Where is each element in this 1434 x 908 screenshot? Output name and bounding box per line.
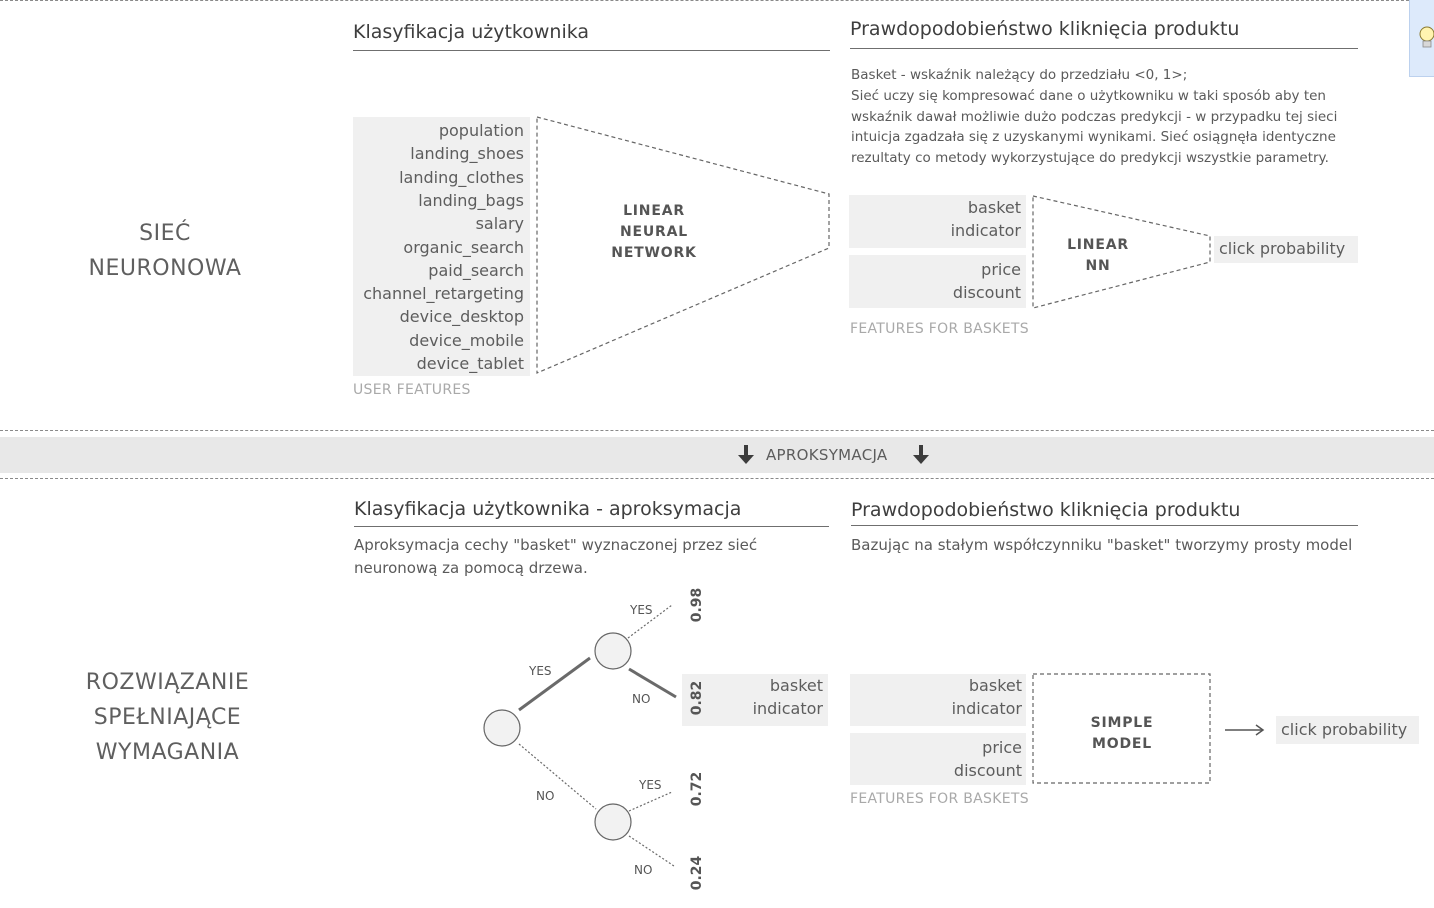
linear-nn-label: LINEAR NN xyxy=(1058,235,1138,277)
user-features-caption: USER FEATURES xyxy=(353,382,471,398)
heading-click-probability-simple: Prawdopodobieństwo kliknięcia produktu xyxy=(851,499,1241,521)
click-probability-output xyxy=(1276,716,1419,744)
output-label: click probability xyxy=(1219,239,1346,258)
section-title-line: NEURONOWA xyxy=(88,256,242,281)
arrow-down-icon xyxy=(738,445,754,464)
section-title-line: ROZWIĄZANIE xyxy=(85,670,250,695)
heading-user-classification-approx: Klasyfikacja użytkownika - aproksymacja xyxy=(354,498,742,520)
band-label: APROKSYMACJA xyxy=(766,446,888,464)
tree-edge-lower-yes xyxy=(628,791,673,812)
tree-edge-label-yes: YES xyxy=(639,778,662,792)
basket-description: Basket - wskaźnik należący do przedziału… xyxy=(851,65,1361,169)
section-title-line: SPEŁNIAJĄCE xyxy=(93,705,242,730)
user-feature-item: organic_search xyxy=(403,237,524,257)
click-probability-output xyxy=(1214,236,1358,263)
tree-edge-lower-no xyxy=(628,835,675,867)
tree-root-node xyxy=(483,709,521,747)
lightbulb-icon xyxy=(1419,26,1434,48)
user-feature-item: landing_shoes xyxy=(410,144,524,164)
feature-label-line: discount xyxy=(952,283,1021,302)
feature-label-line: price xyxy=(982,738,1022,757)
upper-section-divider xyxy=(0,430,1434,431)
feature-label-line: basket xyxy=(968,676,1022,695)
heading-rule xyxy=(851,525,1358,526)
tree-lower-node xyxy=(594,803,632,841)
tree-edge-label-yes: YES xyxy=(529,664,552,678)
arrow-down-icon xyxy=(913,445,929,464)
feature-label-line: indicator xyxy=(950,221,1021,240)
model-label-line: NEURAL xyxy=(620,224,688,240)
output-label: click probability xyxy=(1281,720,1408,739)
approximation-band xyxy=(0,437,1434,473)
tree-leaf-value: 0.98 xyxy=(689,587,705,623)
tree-edge-label-yes: YES xyxy=(630,603,653,617)
section-title-line: SIEĆ xyxy=(139,221,191,246)
basket-features-caption: FEATURES FOR BASKETS xyxy=(850,791,1029,807)
user-feature-item: device_desktop xyxy=(399,307,524,327)
model-label-line: NETWORK xyxy=(611,245,697,261)
description-line: Aproksymacja cechy "basket" wyznaczonej … xyxy=(354,536,758,554)
heading-rule xyxy=(850,48,1358,49)
heading-rule xyxy=(353,50,830,51)
section-title-line: WYMAGANIA xyxy=(95,740,240,765)
tree-edge-root-no xyxy=(518,743,597,810)
highlight-label-line: basket xyxy=(769,676,823,695)
tree-edge-label-no: NO xyxy=(536,789,555,803)
feature-label-line: indicator xyxy=(951,699,1022,718)
price-discount-feature xyxy=(850,733,1026,785)
top-dashed-border xyxy=(0,0,1434,1)
basket-features-caption: FEATURES FOR BASKETS xyxy=(850,321,1029,337)
description-line: intuicja zgadzała się z uzyskanymi wynik… xyxy=(851,129,1336,146)
user-feature-item: salary xyxy=(475,214,524,234)
user-feature-item: landing_bags xyxy=(418,190,524,210)
description-line: wskaźnik dawał możliwie dużo podczas pre… xyxy=(851,108,1338,125)
feature-label-line: discount xyxy=(953,761,1022,780)
user-feature-item: paid_search xyxy=(428,260,524,280)
description-line: Sieć uczy się kompresować dane o użytkow… xyxy=(851,87,1326,104)
tree-leaf-value: 0.72 xyxy=(689,771,705,807)
user-feature-item: device_tablet xyxy=(416,354,524,373)
user-feature-item: channel_retargeting xyxy=(363,284,524,304)
user-feature-item: device_mobile xyxy=(409,330,524,350)
model-label-line: LINEAR xyxy=(1067,237,1129,253)
output-arrow-head xyxy=(1255,724,1265,736)
model-label-line: LINEAR xyxy=(623,203,685,219)
section-title-solution: ROZWIĄZANIE SPEŁNIAJĄCE WYMAGANIA xyxy=(40,665,295,770)
simple-model-description: Bazując na stałym współczynniku "basket"… xyxy=(851,536,1353,554)
description-line: rezultaty co metody wykorzystujące do pr… xyxy=(851,150,1329,167)
feature-label-line: basket xyxy=(967,198,1021,217)
user-features-box xyxy=(353,117,530,376)
heading-rule xyxy=(354,526,829,527)
tree-upper-node xyxy=(594,632,632,670)
model-label-line: NN xyxy=(1085,258,1111,274)
basket-indicator-feature xyxy=(849,195,1026,248)
feature-label-line: price xyxy=(981,260,1021,279)
tree-edge-label-no: NO xyxy=(632,692,651,706)
tips-tab[interactable] xyxy=(1409,0,1434,77)
tree-leaf-value: 0.82 xyxy=(689,680,705,716)
price-discount-feature xyxy=(849,255,1026,308)
heading-click-probability: Prawdopodobieństwo kliknięcia produktu xyxy=(850,18,1240,40)
user-feature-item: population xyxy=(438,121,524,140)
simple-model-label: SIMPLE MODEL xyxy=(1072,713,1172,755)
description-line: neuronową za pomocą drzewa. xyxy=(354,558,588,577)
model-label-line: MODEL xyxy=(1092,736,1152,752)
tree-edge-label-no: NO xyxy=(634,863,653,877)
model-label-line: SIMPLE xyxy=(1090,715,1154,731)
section-title-neural-network: SIEĆ NEURONOWA xyxy=(40,216,290,286)
tree-basket-indicator-highlight xyxy=(682,674,828,726)
heading-user-classification: Klasyfikacja użytkownika xyxy=(353,21,590,43)
tree-leaf-value: 0.24 xyxy=(689,855,705,891)
basket-indicator-feature xyxy=(850,674,1026,726)
approximation-description: Aproksymacja cechy "basket" wyznaczonej … xyxy=(354,534,834,579)
description-line: Basket - wskaźnik należący do przedziału… xyxy=(851,67,1188,83)
linear-neural-network-label: LINEAR NEURAL NETWORK xyxy=(594,201,714,264)
user-feature-item: landing_clothes xyxy=(399,167,524,187)
lower-section-divider xyxy=(0,478,1434,479)
highlight-label-line: indicator xyxy=(752,699,823,718)
